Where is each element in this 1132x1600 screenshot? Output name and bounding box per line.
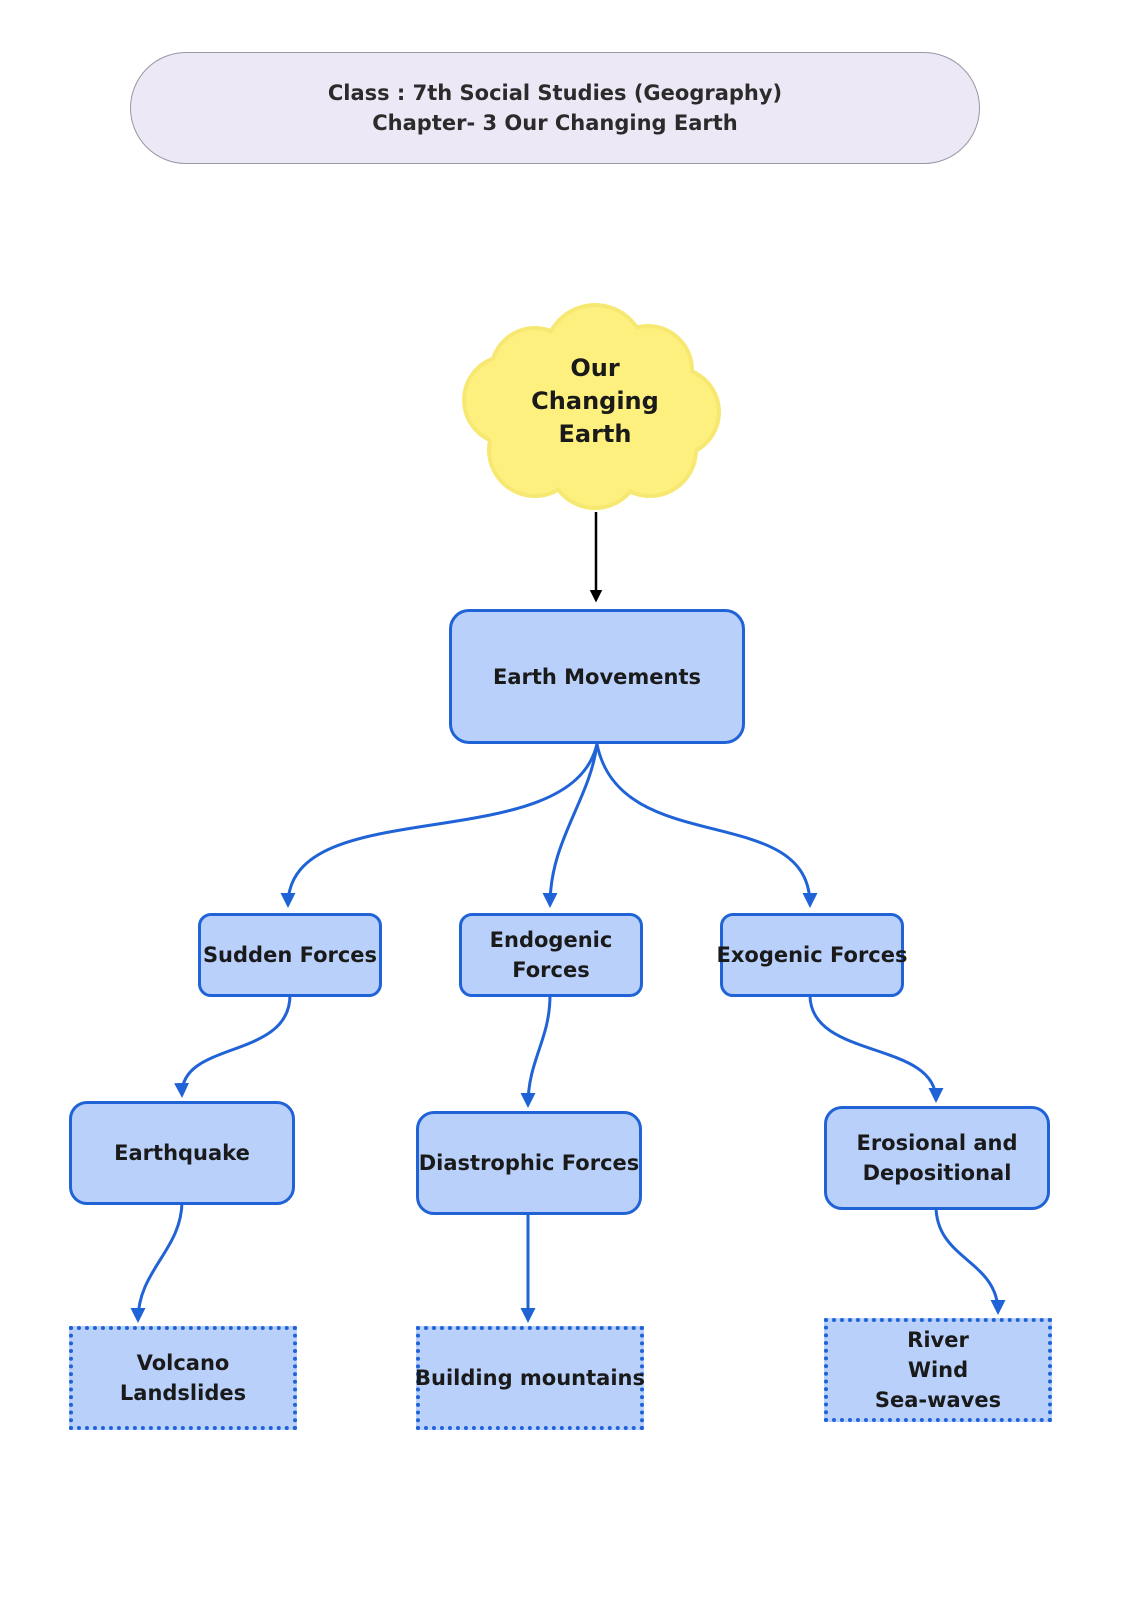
edge-endogenic-forces-diastrophic-forces: [520, 994, 552, 1108]
edge-earth-movements-endogenic-forces: [542, 743, 599, 908]
title-banner: Class : 7th Social Studies (Geography) C…: [130, 52, 980, 164]
root-label: Our Changing Earth: [531, 354, 659, 448]
class-title: Class : 7th Social Studies (Geography): [327, 81, 783, 105]
node-building-mountains: Building mountains: [415, 1326, 645, 1430]
node-exogenic-forces: Exogenic Forces: [717, 913, 907, 997]
edge-earth-movements-exogenic-forces: [595, 743, 818, 908]
node-earth-movements: Earth Movements: [449, 609, 745, 744]
edge-earthquake-volcano: [130, 1200, 184, 1323]
edge-erosional-river: [934, 1205, 1006, 1315]
node-sudden-forces: Sudden Forces: [198, 913, 382, 997]
edge-exogenic-forces-erosional: [808, 994, 944, 1103]
node-diastrophic-forces: Diastrophic Forces: [416, 1111, 642, 1215]
edge-earth-movements-sudden-forces: [280, 743, 599, 908]
chapter-title: Chapter- 3 Our Changing Earth: [372, 111, 738, 135]
node-endogenic-forces: Endogenic Forces: [459, 913, 643, 997]
node-volcano-landslides: Volcano Landslides: [69, 1326, 297, 1430]
node-erosional-depositional: Erosional and Depositional: [824, 1106, 1050, 1210]
edge-sudden-forces-earthquake: [174, 994, 292, 1098]
node-earthquake: Earthquake: [69, 1101, 295, 1205]
root-cloud: [462, 303, 721, 510]
node-river-wind-seawaves: River Wind Sea-waves: [824, 1318, 1052, 1422]
